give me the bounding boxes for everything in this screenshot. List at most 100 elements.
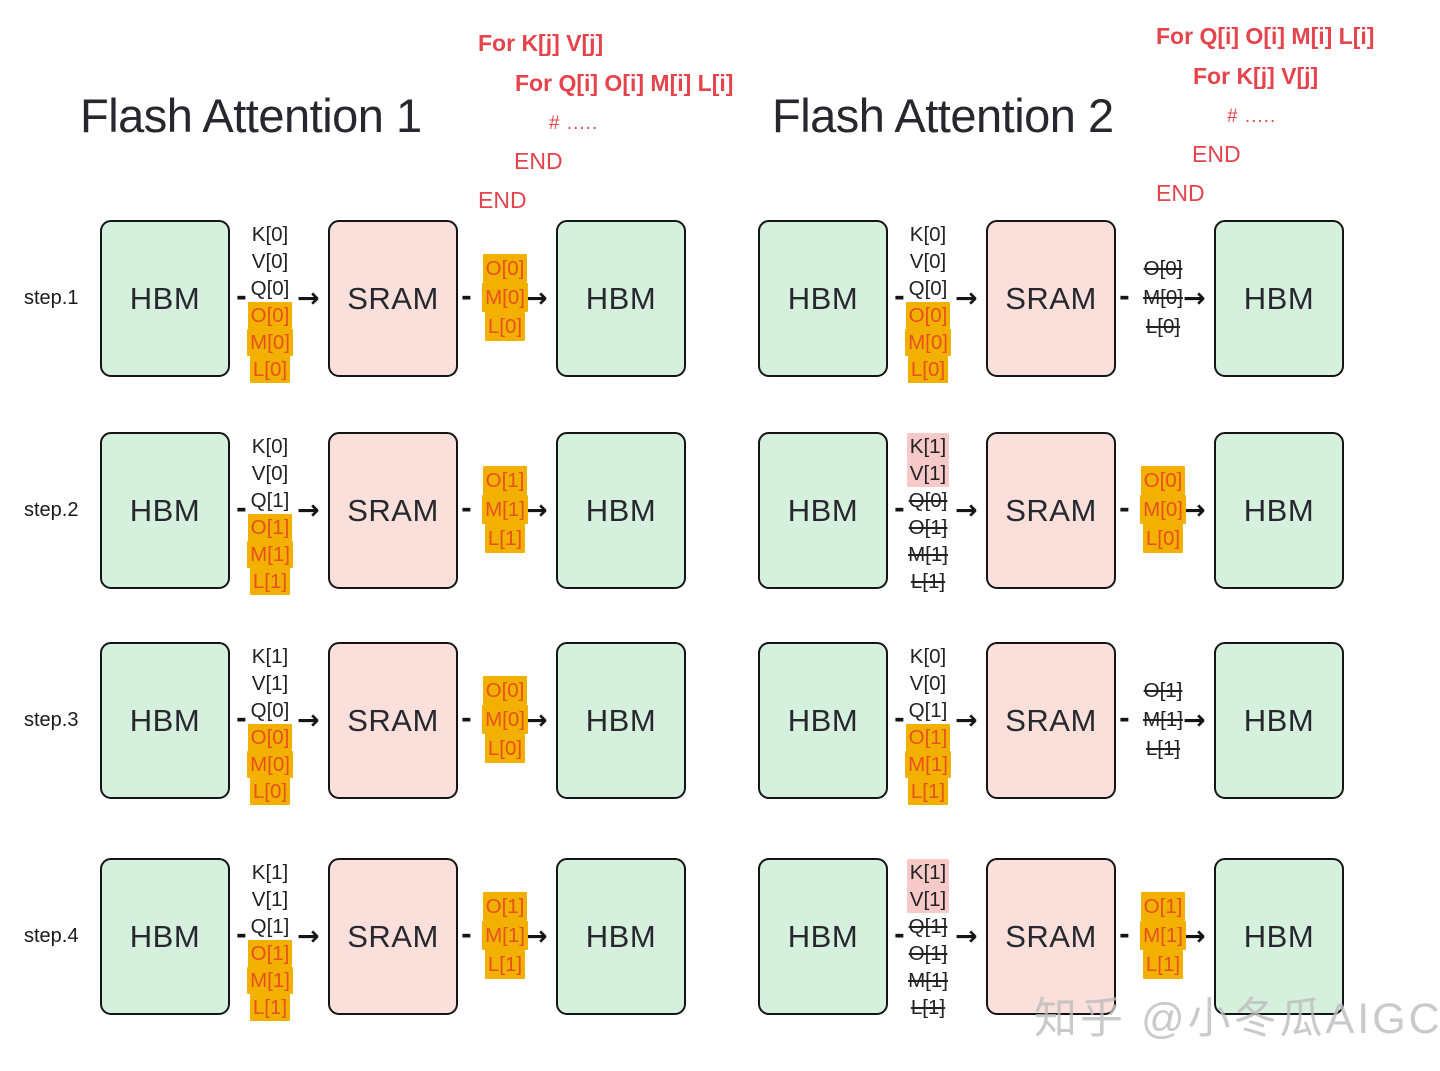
hbm-source-box: HBM — [100, 220, 230, 377]
memory-label: K[0] — [909, 223, 947, 246]
memory-label: K[0] — [251, 223, 289, 246]
arrow-icon: → — [955, 282, 978, 314]
memory-label: V[1] — [251, 888, 289, 911]
step-label: step.1 — [24, 286, 79, 309]
box-label: SRAM — [1005, 918, 1097, 954]
memory-label: M[0] — [247, 329, 293, 356]
arrow-icon: → — [955, 920, 978, 952]
hbm-dest-box: HBM — [1214, 220, 1344, 377]
hbm-source-box: HBM — [758, 432, 888, 589]
memory-label: Q[0] — [250, 699, 290, 722]
memory-label: O[0] — [482, 254, 528, 283]
memory-label: L[1] — [910, 570, 946, 593]
memory-label: M[0] — [1140, 495, 1186, 524]
box-label: HBM — [585, 918, 657, 954]
hbm-source-box: HBM — [758, 220, 888, 377]
memory-label: O[0] — [482, 676, 528, 705]
arrow-icon: → — [1183, 282, 1206, 314]
box-label: SRAM — [1005, 280, 1097, 316]
sram-box: SRAM — [328, 642, 458, 799]
hbm-dest-box: HBM — [556, 642, 686, 799]
memory-label: M[1] — [1143, 708, 1183, 731]
pseudocode-line: END — [1192, 141, 1241, 167]
pseudocode-line: For K[j] V[j] — [478, 30, 604, 56]
store-labels: O[1]M[1]L[1] — [1103, 676, 1223, 763]
pseudocode-line: END — [1156, 180, 1205, 206]
arrow-icon: → — [955, 494, 978, 526]
watermark: 知乎 @小冬瓜AIGC — [1034, 995, 1440, 1043]
memory-label: M[1] — [482, 495, 528, 524]
store-labels: O[0]M[0]L[0] — [445, 676, 565, 763]
box-label: HBM — [129, 702, 201, 738]
memory-label: V[1] — [251, 672, 289, 695]
dash-icon: - — [894, 281, 905, 312]
memory-label: O[0] — [905, 302, 951, 329]
dash-icon: - — [461, 281, 472, 312]
dash-icon: - — [1119, 281, 1130, 312]
pseudocode-line: For Q[i] O[i] M[i] L[i] — [1156, 23, 1375, 49]
memory-label: M[1] — [905, 751, 951, 778]
sram-box: SRAM — [986, 858, 1116, 1015]
memory-label: Q[0] — [250, 277, 290, 300]
memory-label: O[1] — [247, 940, 293, 967]
dash-icon: - — [461, 493, 472, 524]
dash-icon: - — [894, 493, 905, 524]
memory-label: M[0] — [905, 329, 951, 356]
memory-label: O[1] — [482, 892, 528, 921]
store-labels: O[0]M[0]L[0] — [1103, 466, 1223, 553]
memory-label: L[1] — [907, 778, 949, 805]
box-label: HBM — [129, 492, 201, 528]
panel-title-flash-attention-2: Flash Attention 2 — [772, 89, 1114, 142]
memory-label: M[1] — [247, 541, 293, 568]
memory-label: V[1] — [906, 460, 950, 487]
memory-label: V[0] — [909, 250, 947, 273]
pseudocode-line: # ..... — [549, 113, 599, 134]
memory-label: L[1] — [1142, 950, 1184, 979]
box-label: SRAM — [347, 702, 439, 738]
load-labels: K[1]V[1]Q[1]O[1]M[1]L[1] — [868, 859, 988, 1021]
memory-label: M[1] — [247, 967, 293, 994]
pseudocode-line: # ..... — [1227, 106, 1277, 127]
box-label: SRAM — [347, 918, 439, 954]
dash-icon: - — [1119, 703, 1130, 734]
box-label: HBM — [129, 918, 201, 954]
pseudocode-line: END — [514, 148, 563, 174]
box-label: HBM — [1243, 918, 1315, 954]
box-label: SRAM — [1005, 702, 1097, 738]
memory-label: L[0] — [1145, 315, 1181, 338]
memory-label: V[0] — [251, 462, 289, 485]
load-labels: K[0]V[0]Q[1]O[1]M[1]L[1] — [868, 643, 988, 805]
memory-label: L[1] — [249, 994, 291, 1021]
memory-label: V[1] — [906, 886, 950, 913]
arrow-icon: → — [297, 704, 320, 736]
memory-label: M[1] — [908, 969, 948, 992]
memory-label: L[0] — [249, 778, 291, 805]
sram-box: SRAM — [986, 642, 1116, 799]
sram-box: SRAM — [328, 858, 458, 1015]
memory-label: L[0] — [484, 734, 526, 763]
memory-label: O[1] — [1140, 892, 1186, 921]
step-label: step.4 — [24, 924, 79, 947]
hbm-source-box: HBM — [758, 858, 888, 1015]
memory-label: O[0] — [247, 724, 293, 751]
memory-label: K[0] — [251, 435, 289, 458]
memory-label: M[0] — [247, 751, 293, 778]
box-label: HBM — [129, 280, 201, 316]
sram-box: SRAM — [986, 220, 1116, 377]
memory-label: L[1] — [1145, 737, 1181, 760]
hbm-source-box: HBM — [100, 858, 230, 1015]
step-label: step.3 — [24, 708, 79, 731]
dash-icon: - — [894, 703, 905, 734]
dash-icon: - — [1119, 493, 1130, 524]
memory-label: O[0] — [247, 302, 293, 329]
store-labels: O[0]M[0]L[0] — [445, 254, 565, 341]
memory-label: L[0] — [907, 356, 949, 383]
arrow-icon: → — [525, 704, 548, 736]
store-labels: O[1]M[1]L[1] — [445, 892, 565, 979]
hbm-dest-box: HBM — [1214, 642, 1344, 799]
dash-icon: - — [461, 919, 472, 950]
box-label: SRAM — [347, 492, 439, 528]
sram-box: SRAM — [328, 432, 458, 589]
memory-label: L[1] — [249, 568, 291, 595]
